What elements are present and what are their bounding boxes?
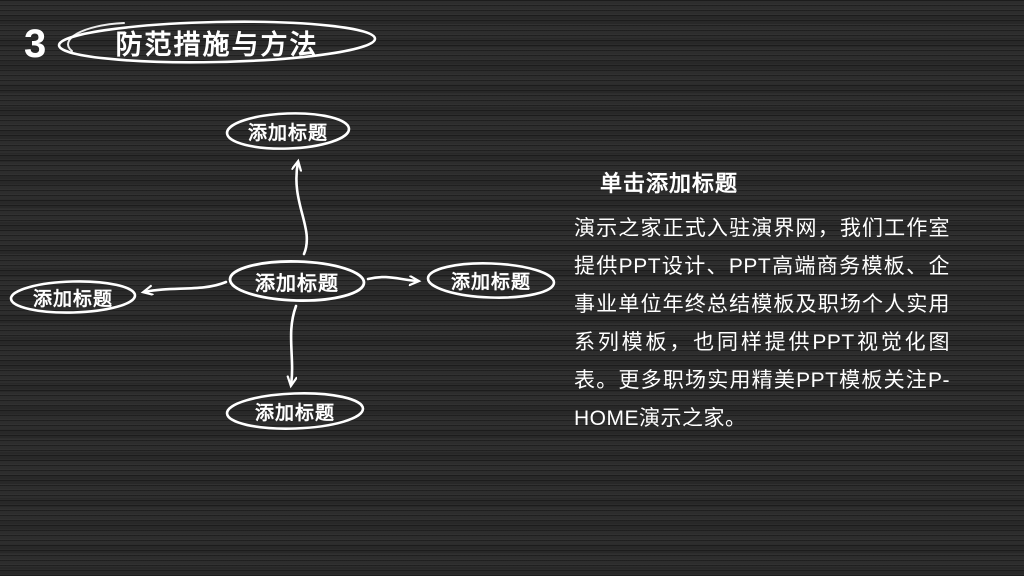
content-body: 演示之家正式入驻演界网，我们工作室提供PPT设计、PPT高端商务模板、企事业单位… bbox=[574, 217, 950, 430]
diagram-node-left[interactable]: 添加标题 bbox=[8, 278, 138, 316]
node-ellipse bbox=[225, 392, 365, 430]
content-panel[interactable]: 单击添加标题 演示之家正式入驻演界网，我们工作室提供PPT设计、PPT高端商务模… bbox=[574, 166, 950, 438]
slide-title: 防范措施与方法 bbox=[115, 29, 319, 60]
arrow-to-right bbox=[366, 277, 418, 281]
node-label: 添加标题 bbox=[450, 272, 531, 293]
arrow-to-bottom bbox=[291, 304, 298, 385]
arrow-to-top bbox=[296, 162, 309, 256]
slide-title-container[interactable]: 防范措施与方法 bbox=[54, 18, 380, 66]
node-label: 添加标题 bbox=[254, 402, 335, 424]
arrow-to-left bbox=[144, 280, 228, 292]
title-ellipse-sketch bbox=[57, 20, 377, 64]
node-label: 添加标题 bbox=[32, 288, 113, 310]
slide-number: 3 bbox=[24, 22, 47, 66]
node-ellipse bbox=[228, 260, 366, 302]
content-heading[interactable]: 单击添加标题 bbox=[600, 171, 739, 196]
diagram-node-top[interactable]: 添加标题 bbox=[224, 110, 352, 152]
node-ellipse bbox=[426, 262, 556, 299]
diagram-node-bottom[interactable]: 添加标题 bbox=[224, 390, 366, 432]
diagram-node-right[interactable]: 添加标题 bbox=[425, 260, 557, 301]
node-ellipse bbox=[9, 280, 137, 314]
node-label: 添加标题 bbox=[247, 122, 328, 144]
diagram-node-center[interactable]: 添加标题 bbox=[227, 258, 367, 304]
node-label: 添加标题 bbox=[255, 272, 339, 295]
node-ellipse bbox=[225, 112, 351, 150]
